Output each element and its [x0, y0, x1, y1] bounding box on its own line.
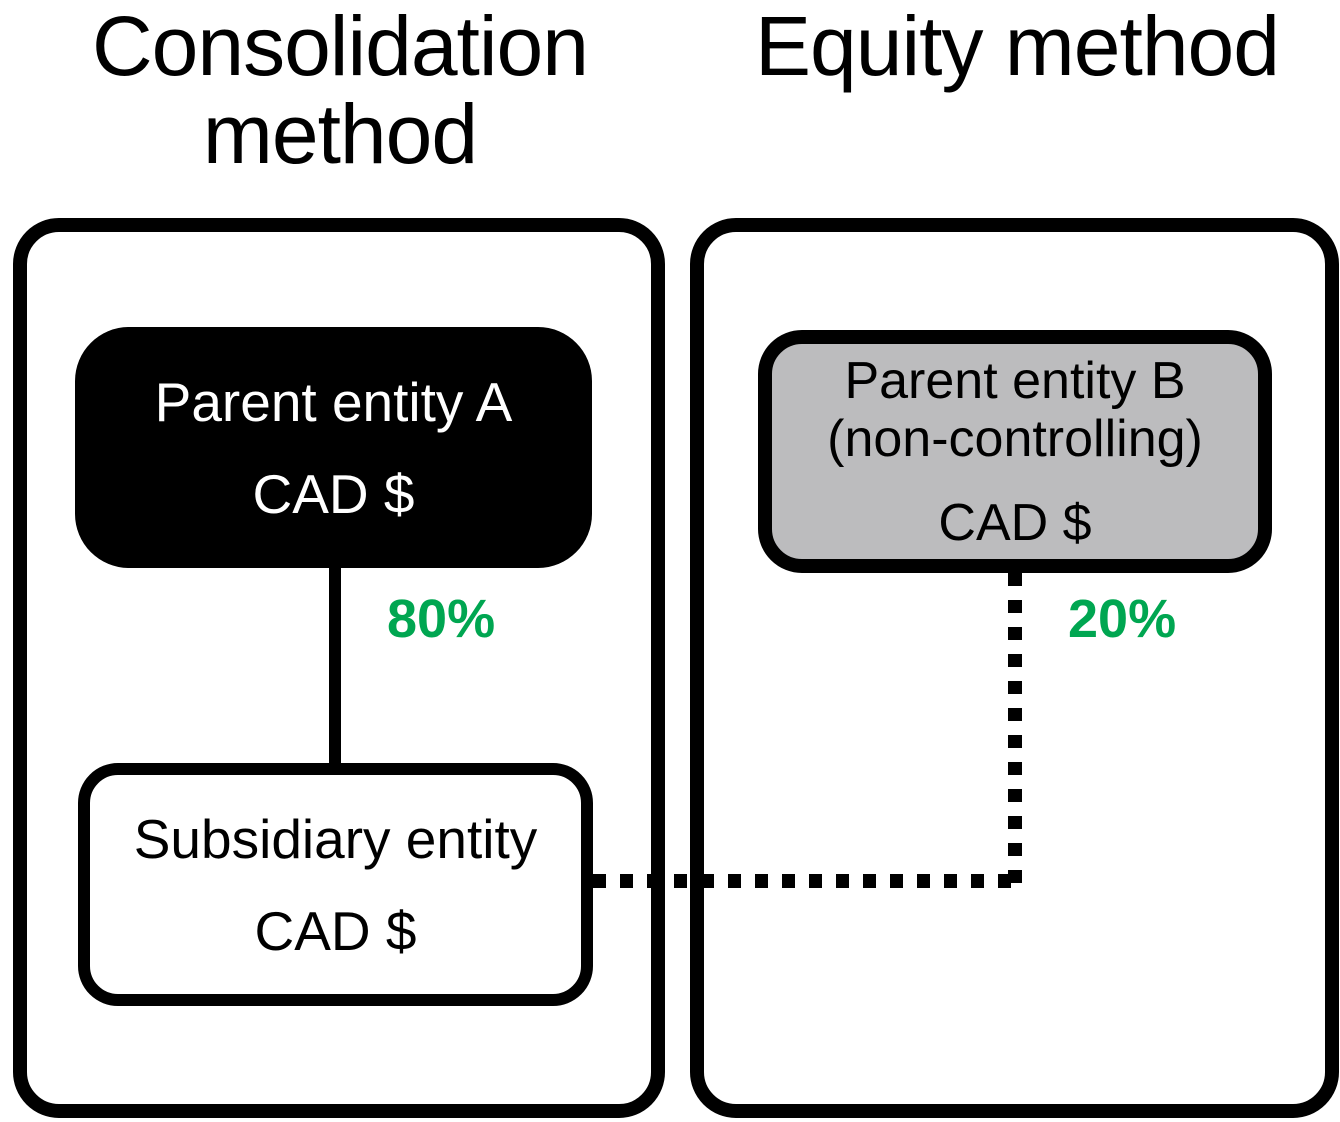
parent-entity-b-qualifier: (non-controlling) — [827, 409, 1203, 468]
parent-entity-b-box: Parent entity B (non-controlling) CAD $ — [758, 330, 1272, 573]
parent-entity-b-name: Parent entity B — [844, 351, 1186, 410]
subsidiary-entity-name: Subsidiary entity — [133, 807, 538, 870]
parent-entity-a-name: Parent entity A — [154, 370, 513, 433]
ownership-connector-solid-line — [329, 566, 341, 770]
parent-entity-b-currency: CAD $ — [938, 493, 1092, 552]
ownership-percent-label-20: 20% — [1068, 589, 1177, 649]
parent-entity-a-box: Parent entity A CAD $ — [75, 327, 592, 568]
ownership-connector-dashed-vertical-line — [1008, 573, 1022, 888]
subsidiary-entity-currency: CAD $ — [254, 899, 417, 962]
left-panel-title: Consolidation method — [91, 0, 589, 181]
ownership-percent-label-80: 80% — [387, 589, 496, 649]
ownership-connector-dashed-horizontal-line — [593, 874, 1022, 888]
right-panel-title: Equity method — [755, 0, 1280, 93]
subsidiary-entity-box: Subsidiary entity CAD $ — [78, 763, 593, 1006]
parent-entity-a-currency: CAD $ — [252, 462, 415, 525]
